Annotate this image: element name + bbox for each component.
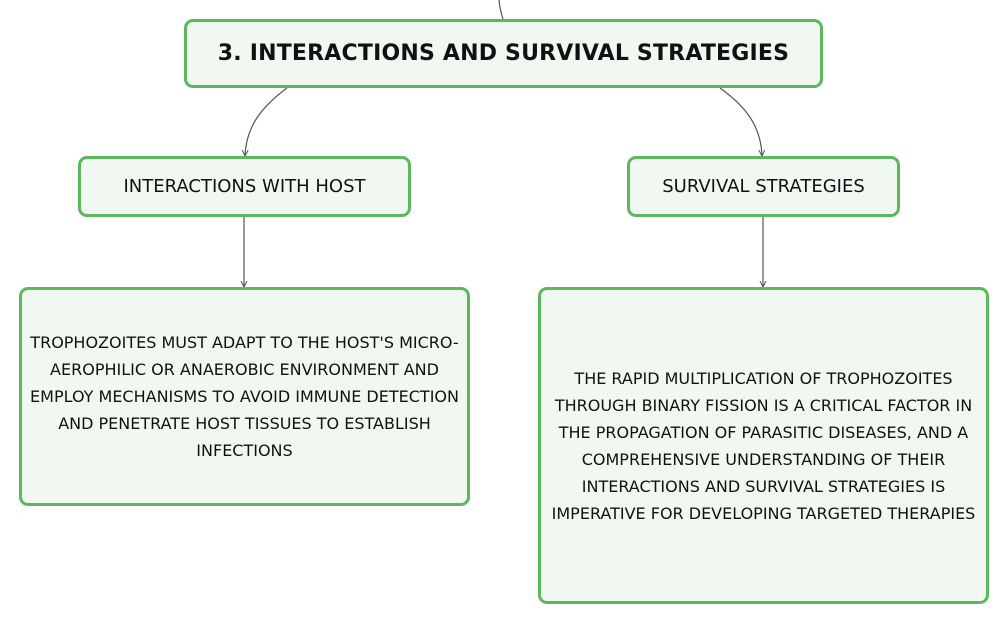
subtopic-survival-detail-text: THE RAPID MULTIPLICATION OF TROPHOZOITES… bbox=[551, 368, 976, 523]
topic-label-host: INTERACTIONS WITH HOST bbox=[123, 176, 366, 197]
topic-interactions-with-host[interactable]: INTERACTIONS WITH HOST bbox=[78, 156, 411, 217]
subtopic-host-detail[interactable]: TROPHOZOITES MUST ADAPT TO THE HOST'S MI… bbox=[19, 287, 470, 506]
root-topic-label: 3. INTERACTIONS AND SURVIVAL STRATEGIES bbox=[217, 41, 790, 66]
connector-root-to-host bbox=[245, 87, 288, 156]
subtopic-host-detail-text: TROPHOZOITES MUST ADAPT TO THE HOST'S MI… bbox=[30, 333, 459, 460]
incoming-connector bbox=[498, 0, 504, 20]
root-topic-node[interactable]: 3. INTERACTIONS AND SURVIVAL STRATEGIES bbox=[184, 19, 823, 88]
connector-root-to-survival bbox=[719, 87, 762, 156]
subtopic-survival-detail[interactable]: THE RAPID MULTIPLICATION OF TROPHOZOITES… bbox=[538, 287, 989, 604]
topic-label-survival: SURVIVAL STRATEGIES bbox=[662, 176, 865, 197]
topic-survival-strategies[interactable]: SURVIVAL STRATEGIES bbox=[627, 156, 900, 217]
